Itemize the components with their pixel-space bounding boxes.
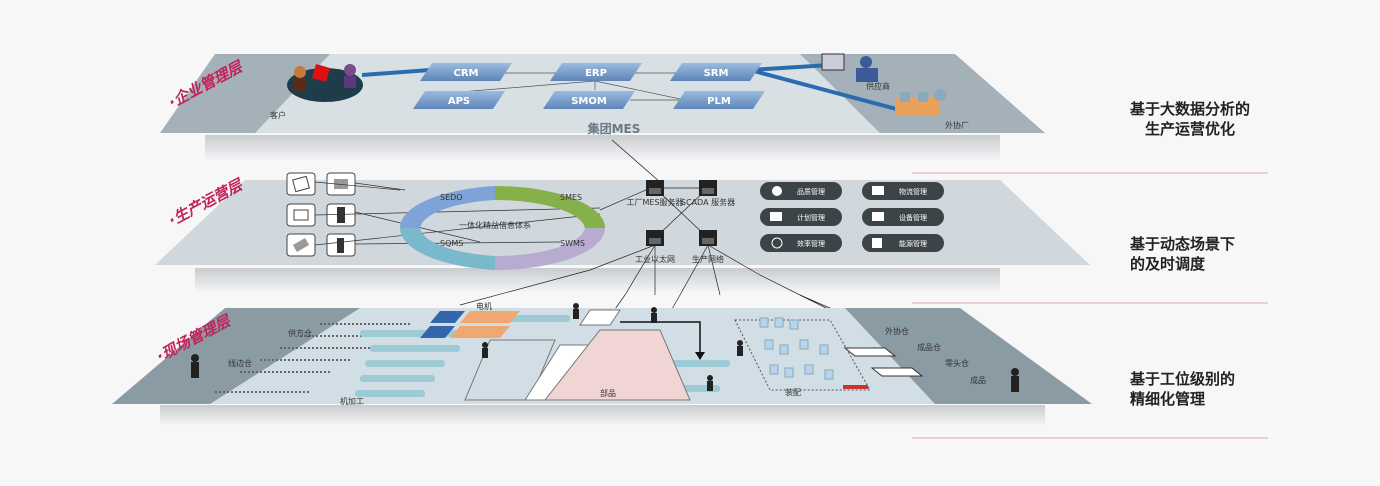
svg-text:工业以太网: 工业以太网	[635, 254, 675, 264]
function-efficiency[interactable]: 效率管理	[760, 234, 842, 252]
svg-text:APS: APS	[448, 96, 470, 107]
link	[749, 63, 831, 72]
label-line-side-warehouse: 线边仓	[228, 358, 252, 368]
label-machining: 机加工	[340, 396, 364, 406]
label-supplier-warehouse: 供方仓	[288, 328, 312, 338]
ring-sedo: SEDO	[440, 193, 463, 202]
function-logistics[interactable]: 物流管理	[862, 182, 944, 200]
module-erp[interactable]: ERP	[550, 63, 642, 81]
svg-text:工厂MES服务器: 工厂MES服务器	[626, 197, 683, 207]
module-aps[interactable]: APS	[413, 91, 505, 109]
label-parts: 部品	[600, 388, 616, 398]
svg-text:SCADA 服务器: SCADA 服务器	[681, 197, 735, 207]
ring-smes: SMES	[560, 193, 582, 202]
svg-text:SMOM: SMOM	[571, 96, 607, 107]
function-planning[interactable]: 计划管理	[760, 208, 842, 226]
layer-shadow	[195, 268, 1000, 292]
server-factory-mes[interactable]: 工厂MES服务器	[626, 180, 684, 207]
benefit-2-line2: 的及时调度	[1130, 255, 1206, 273]
ring-center-label: 一体化精益信息体系	[459, 220, 531, 230]
function-quality[interactable]: 品质管理	[760, 182, 842, 200]
outsource-factory-icon	[895, 89, 946, 116]
svg-text:PLM: PLM	[707, 96, 731, 107]
function-energy[interactable]: 能源管理	[862, 234, 944, 252]
industrial-ethernet[interactable]: 工业以太网	[635, 230, 675, 264]
svg-text:物流管理: 物流管理	[899, 187, 927, 196]
customer-icon	[287, 64, 363, 102]
operation-layer: ·生产运营层 SEDO	[155, 172, 1090, 296]
layer-shadow	[205, 135, 1000, 160]
server-scada[interactable]: SCADA 服务器	[681, 180, 735, 207]
ring-sqms: SQMS	[440, 239, 463, 248]
supplier-icon	[821, 53, 878, 82]
enterprise-layer: ·企业管理层 CRM ERP SRM APS SMOM	[160, 53, 1045, 183]
supplier-label: 供应商	[866, 81, 890, 91]
right-panel: 基于大数据分析的 生产运营优化 基于动态场景下 的及时调度 基于工位级别的 精细…	[912, 100, 1268, 439]
group-mes-label: 集团MES	[587, 121, 641, 136]
svg-text:设备管理: 设备管理	[899, 213, 927, 222]
benefit-1-line2: 生产运营优化	[1145, 120, 1235, 138]
module-smom[interactable]: SMOM	[543, 91, 635, 109]
svg-text:ERP: ERP	[585, 68, 607, 79]
label-odd-warehouse: 零头仓	[945, 358, 969, 368]
label-outsource-warehouse: 外协仓	[885, 326, 909, 336]
label-assembly: 装配	[785, 387, 801, 397]
device-icons	[286, 172, 356, 257]
material-flows	[215, 323, 410, 393]
parts-area	[543, 329, 691, 401]
benefit-1-line1: 基于大数据分析的	[1129, 100, 1250, 118]
worker-icons	[191, 303, 1019, 392]
label-motor: 电机	[476, 301, 492, 311]
svg-text:CRM: CRM	[454, 68, 479, 79]
module-plm[interactable]: PLM	[673, 91, 765, 109]
info-system-ring: SEDO SMES SWMS SQMS 一体化精益信息体系	[399, 186, 605, 270]
function-equipment[interactable]: 设备管理	[862, 208, 944, 226]
link	[361, 68, 431, 77]
outsource-label: 外协厂	[945, 120, 969, 130]
svg-text:计划管理: 计划管理	[797, 213, 825, 222]
ring-swms: SWMS	[560, 239, 585, 248]
benefit-3-line1: 基于工位级别的	[1129, 370, 1235, 388]
laptop-icon	[286, 203, 316, 227]
svg-text:SRM: SRM	[704, 68, 729, 79]
customer-label: 客户	[270, 110, 286, 120]
module-srm[interactable]: SRM	[670, 63, 762, 81]
svg-text:能源管理: 能源管理	[899, 239, 927, 248]
tablet-icon	[286, 172, 316, 196]
benefit-2-line1: 基于动态场景下	[1129, 235, 1235, 253]
layer-shadow	[160, 405, 1045, 425]
production-network[interactable]: 生产网络	[692, 230, 724, 264]
svg-text:品质管理: 品质管理	[797, 187, 825, 196]
field-layer: ·现场管理层	[112, 269, 1092, 425]
label-finished-warehouse: 成品仓	[917, 342, 941, 352]
benefit-3-line2: 精细化管理	[1130, 390, 1205, 408]
svg-text:效率管理: 效率管理	[797, 239, 825, 248]
link	[749, 68, 901, 112]
module-crm[interactable]: CRM	[420, 63, 512, 81]
svg-text:生产网络: 生产网络	[692, 254, 724, 264]
assembly-area	[734, 319, 871, 391]
label-finished-goods: 成品	[970, 375, 986, 385]
